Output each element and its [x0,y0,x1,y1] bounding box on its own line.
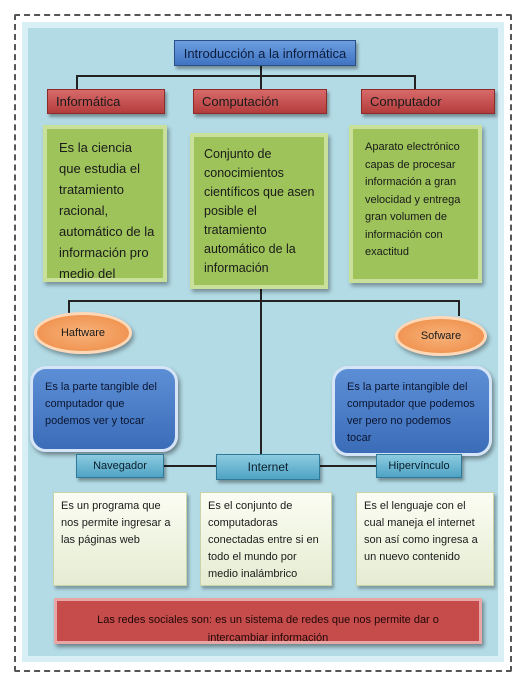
concept-text-computador: Aparato electrónico capas de procesar in… [349,125,482,283]
connector [260,75,262,89]
connector [164,465,218,467]
diagram-title: Introducción a la informática [174,40,356,66]
component-oval-software: Sofware [395,316,487,356]
connector [414,75,416,89]
node-navegador: Navegador [76,454,164,478]
concept-text-computacion: Conjunto de conocimientos científicos qu… [190,133,328,289]
component-text-software: Es la parte intangible del computador qu… [332,366,492,456]
concept-header-informatica: Informática [47,89,165,114]
concept-header-computacion: Computación [193,89,327,114]
connector [76,75,78,89]
connector [260,286,262,454]
network-text-hipervinculo: Es el lenguaje con el cual maneja el int… [356,492,494,586]
page-frame [14,14,512,672]
node-internet: Internet [216,454,320,480]
concept-header-computador: Computador [361,89,495,114]
node-hipervinculo: Hipervínculo [376,454,462,478]
component-oval-hardware: Haftware [34,312,132,354]
network-text-internet: Es el conjunto de computadoras conectada… [200,492,332,586]
component-text-hardware: Es la parte tangible del computador que … [30,366,178,452]
concept-text-informatica: Es la ciencia que estudia el tratamiento… [43,125,167,282]
connector [68,300,460,302]
connector [260,66,262,76]
network-text-navegador: Es un programa que nos permite ingresar … [53,492,187,586]
connector [458,300,460,316]
footer-note: Las redes sociales son: es un sistema de… [54,598,482,644]
connector [320,465,378,467]
connector [76,75,416,77]
connector [68,300,70,316]
